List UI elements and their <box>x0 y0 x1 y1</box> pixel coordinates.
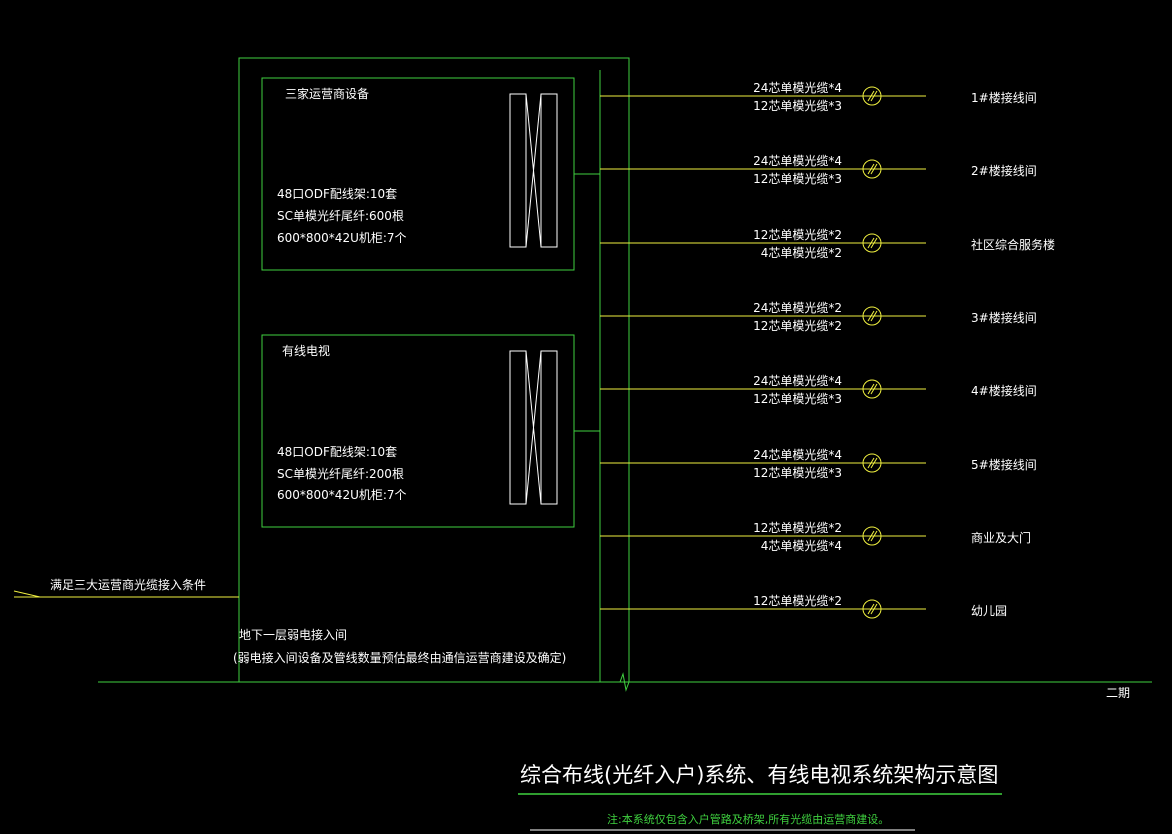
cable-spec-top: 24芯单模光缆*4 <box>753 154 842 168</box>
equipment-spec-line: 600*800*42U机柜:7个 <box>277 488 407 502</box>
branch-cables: 24芯单模光缆*4 12芯单模光缆*3 1#楼接线间 24芯单模光缆*4 12芯单模光缆… <box>600 81 1055 619</box>
equipment-spec-line: 48口ODF配线架:10套 <box>277 187 397 201</box>
cable-spec-top: 12芯单模光缆*2 <box>753 228 842 242</box>
splice-stroke <box>870 383 878 395</box>
destination-label: 幼儿园 <box>971 604 1007 618</box>
splice-stroke <box>867 457 875 469</box>
equipment-box-operators: 三家运营商设备 48口ODF配线架:10套 SC单模光纤尾纤:600根 600*… <box>261 77 600 271</box>
room-label: 地下一层弱电接入间 <box>239 627 347 642</box>
destination-label: 3#楼接线间 <box>971 310 1037 325</box>
splice-icon <box>862 86 882 106</box>
splice-icon <box>862 599 882 619</box>
cable-spec-bottom: 12芯单模光缆*2 <box>753 319 842 333</box>
splice-icon <box>862 379 882 399</box>
footnote: 注:本系统仅包含入户管路及桥架,所有光缆由运营商建设。 <box>607 812 889 826</box>
diagram-title: 综合布线(光纤入户)系统、有线电视系统架构示意图 <box>520 763 998 787</box>
branch-row: 24芯单模光缆*2 12芯单模光缆*2 3#楼接线间 <box>600 301 1037 333</box>
cable-spec-bottom: 12芯单模光缆*3 <box>753 466 842 480</box>
branch-row: 12芯单模光缆*2 幼儿园 <box>600 594 1007 619</box>
splice-stroke <box>870 90 878 102</box>
destination-label: 4#楼接线间 <box>971 383 1037 398</box>
branch-row: 12芯单模光缆*2 4芯单模光缆*4 商业及大门 <box>600 521 1031 553</box>
splice-icon <box>862 233 882 253</box>
splice-stroke <box>867 310 875 322</box>
cable-spec-top: 12芯单模光缆*2 <box>753 594 842 608</box>
destination-label: 5#楼接线间 <box>971 457 1037 472</box>
equipment-box-title: 三家运营商设备 <box>285 86 369 101</box>
splice-stroke <box>867 530 875 542</box>
branch-row: 12芯单模光缆*2 4芯单模光缆*2 社区综合服务楼 <box>600 228 1055 260</box>
splice-stroke <box>867 163 875 175</box>
splice-stroke <box>867 603 875 615</box>
splice-icon <box>862 526 882 546</box>
destination-label: 社区综合服务楼 <box>971 237 1055 252</box>
odf-rack-icon <box>509 93 558 248</box>
splice-stroke <box>870 530 878 542</box>
equipment-spec-line: 600*800*42U机柜:7个 <box>277 231 407 245</box>
equipment-box-cable-tv: 有线电视 48口ODF配线架:10套 SC单模光纤尾纤:200根 600*800… <box>261 334 600 528</box>
splice-stroke <box>870 163 878 175</box>
equipment-spec-line: SC单模光纤尾纤:600根 <box>277 209 404 223</box>
equipment-box-title: 有线电视 <box>282 343 330 358</box>
cable-spec-top: 12芯单模光缆*2 <box>753 521 842 535</box>
weak-current-room <box>238 57 630 683</box>
splice-icon <box>862 306 882 326</box>
cable-spec-bottom: 4芯单模光缆*4 <box>761 539 842 553</box>
cable-spec-top: 24芯单模光缆*4 <box>753 81 842 95</box>
branch-row: 24芯单模光缆*4 12芯单模光缆*3 1#楼接线间 <box>600 81 1037 113</box>
splice-stroke <box>870 310 878 322</box>
branch-row: 24芯单模光缆*4 12芯单模光缆*3 4#楼接线间 <box>600 374 1037 406</box>
room-note: (弱电接入间设备及管线数量预估最终由通信运营商建设及确定) <box>233 650 566 665</box>
splice-stroke <box>870 457 878 469</box>
splice-stroke <box>870 603 878 615</box>
destination-label: 商业及大门 <box>971 530 1031 545</box>
cable-spec-top: 24芯单模光缆*4 <box>753 374 842 388</box>
cable-spec-bottom: 12芯单模光缆*3 <box>753 172 842 186</box>
incoming-label: 满足三大运营商光缆接入条件 <box>50 577 206 592</box>
equipment-spec-line: 48口ODF配线架:10套 <box>277 445 397 459</box>
phase-label: 二期 <box>1106 686 1130 700</box>
splice-stroke <box>867 383 875 395</box>
splice-icon <box>862 453 882 473</box>
splice-stroke <box>870 237 878 249</box>
cable-spec-bottom: 12芯单模光缆*3 <box>753 99 842 113</box>
branch-row: 24芯单模光缆*4 12芯单模光缆*3 5#楼接线间 <box>600 448 1037 480</box>
splice-stroke <box>867 90 875 102</box>
destination-label: 2#楼接线间 <box>971 163 1037 178</box>
equipment-spec-line: SC单模光纤尾纤:200根 <box>277 467 404 481</box>
cable-spec-bottom: 12芯单模光缆*3 <box>753 392 842 406</box>
feed-arrow-icon <box>13 590 41 598</box>
cable-spec-top: 24芯单模光缆*2 <box>753 301 842 315</box>
destination-label: 1#楼接线间 <box>971 90 1037 105</box>
odf-rack-icon <box>509 350 558 505</box>
cable-spec-top: 24芯单模光缆*4 <box>753 448 842 462</box>
cable-spec-bottom: 4芯单模光缆*2 <box>761 246 842 260</box>
splice-icon <box>862 159 882 179</box>
splice-stroke <box>867 237 875 249</box>
branch-row: 24芯单模光缆*4 12芯单模光缆*3 2#楼接线间 <box>600 154 1037 186</box>
